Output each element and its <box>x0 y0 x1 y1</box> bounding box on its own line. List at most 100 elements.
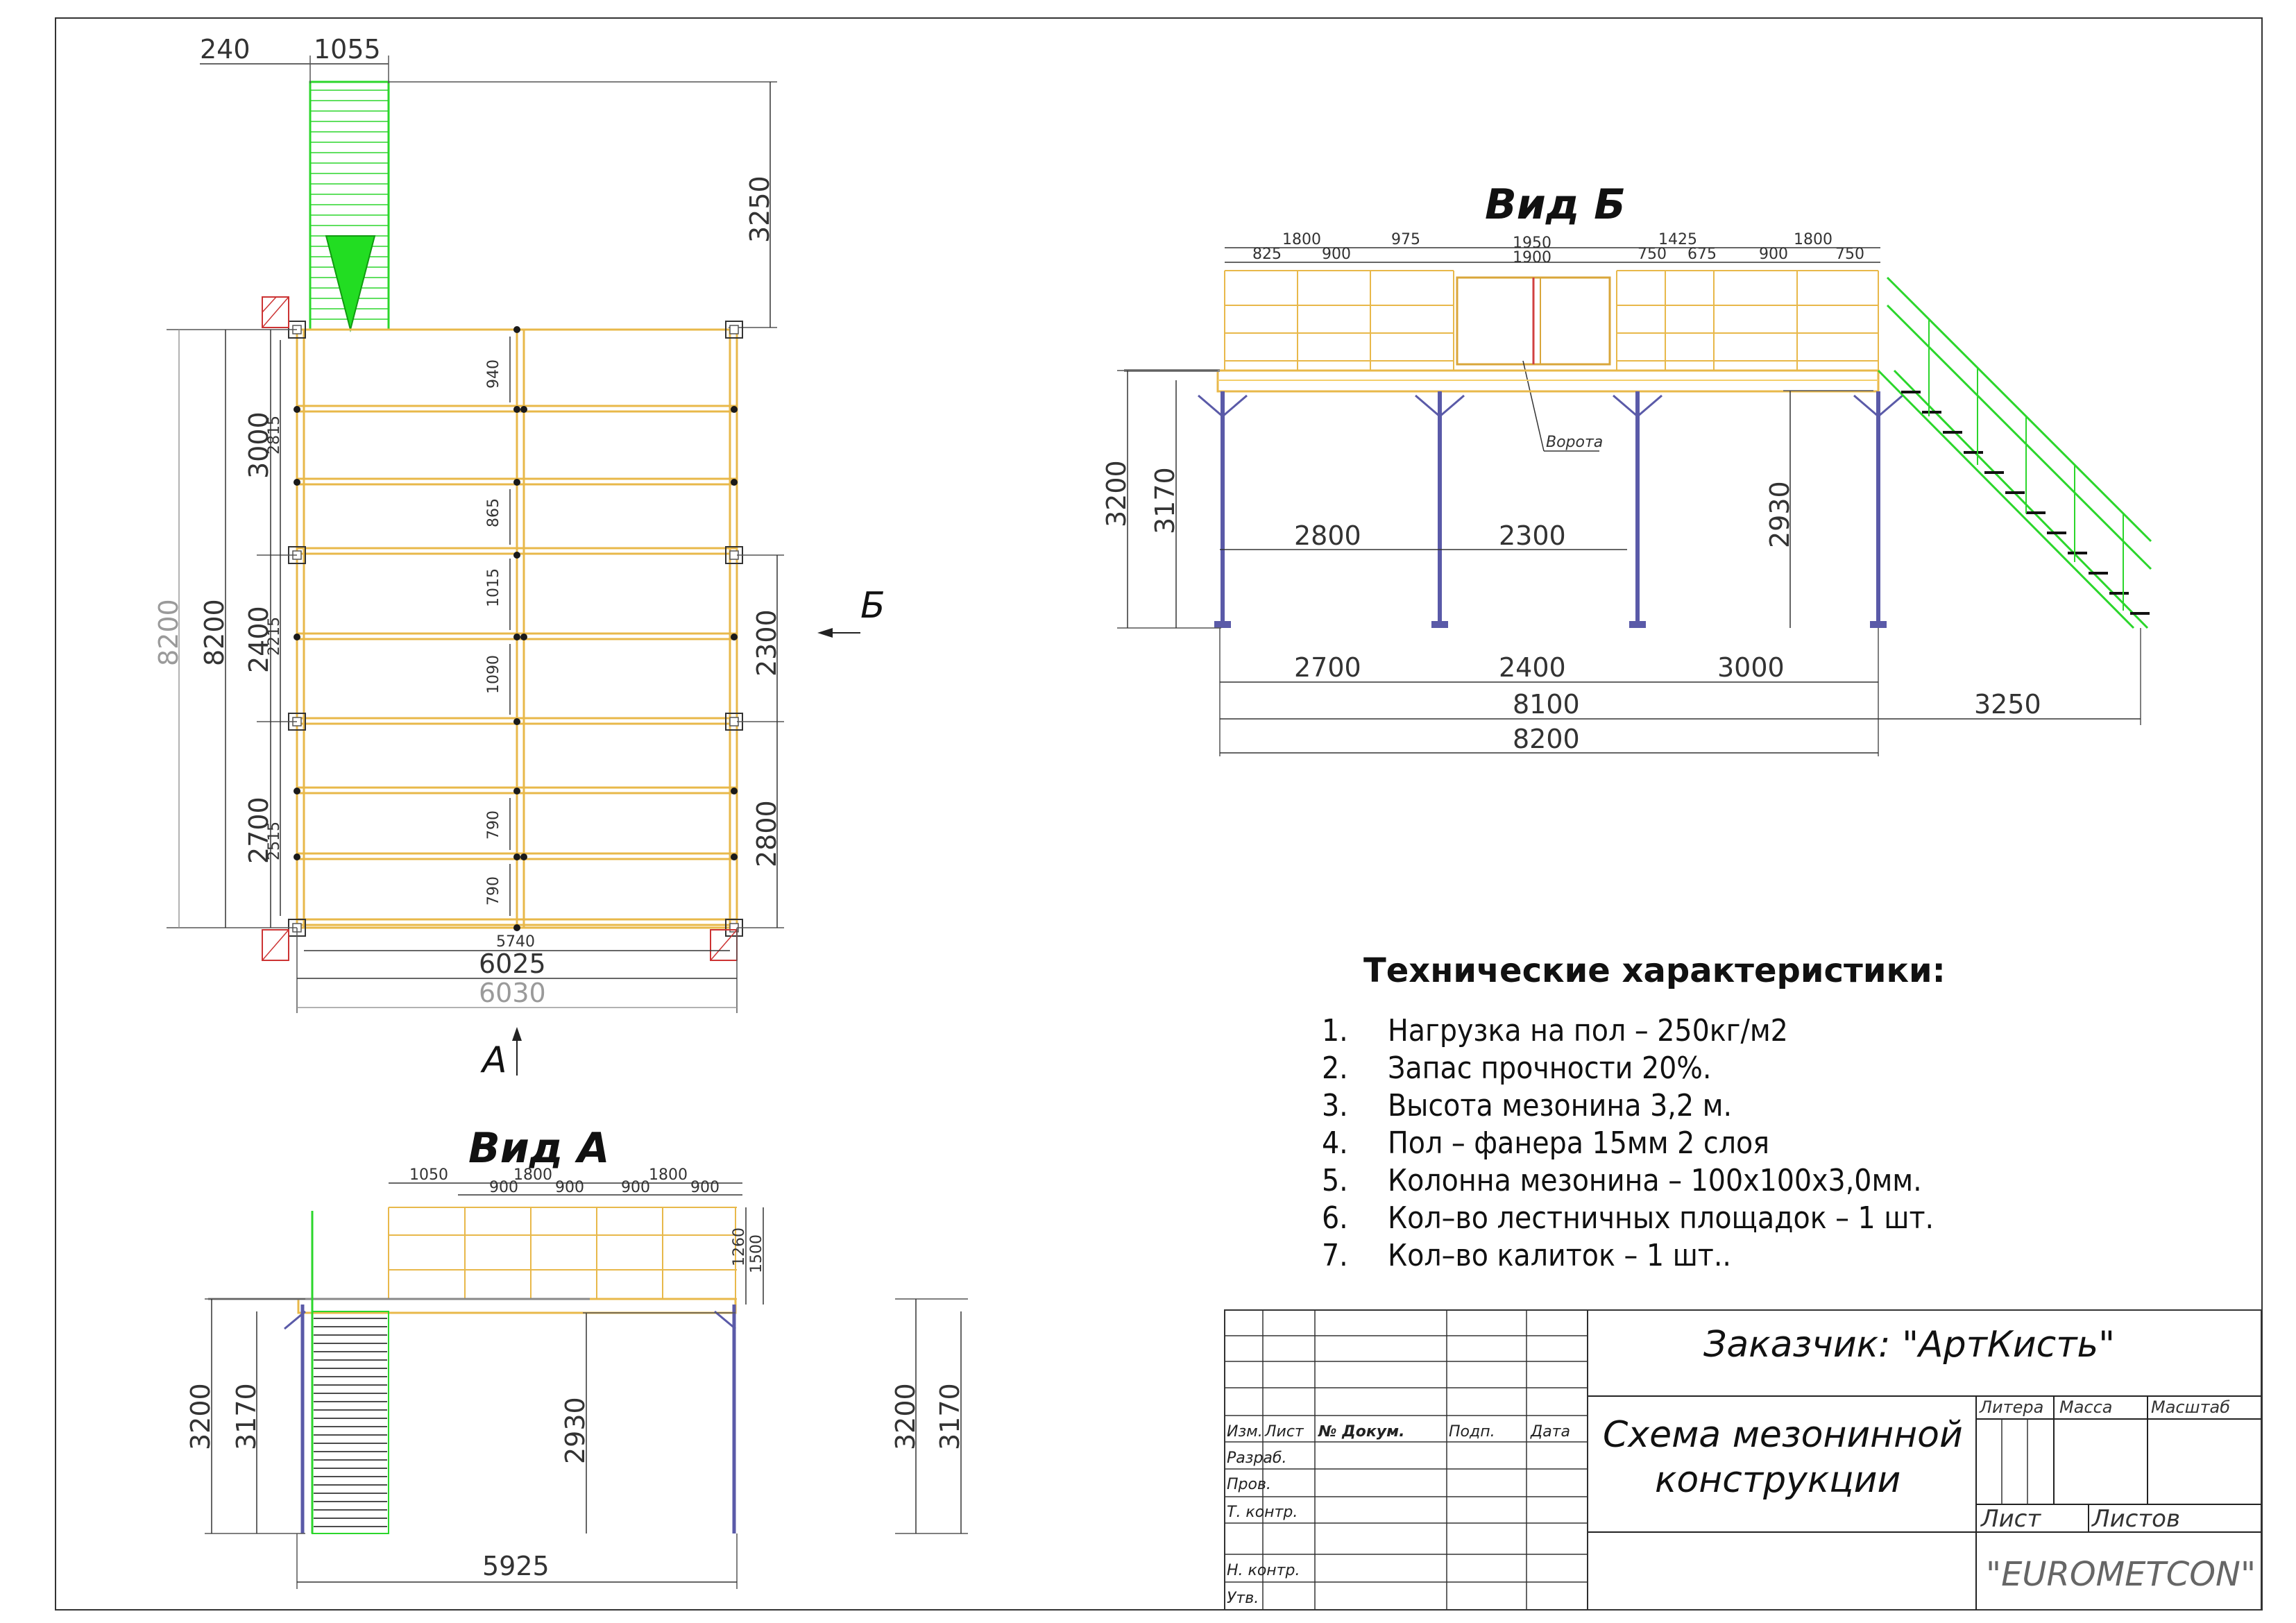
row-label: Н. контр. <box>1227 1562 1300 1579</box>
plan-node <box>731 406 738 413</box>
brace <box>1415 394 1440 418</box>
spec-number: 4. <box>1322 1125 1348 1161</box>
height-3200-a: 3200 <box>185 1383 216 1450</box>
gate-label: Ворота <box>1546 434 1603 451</box>
stair-run-3250: 3250 <box>1974 689 2041 720</box>
dim-8200-plan: 8200 <box>199 599 230 666</box>
view-a-title: Вид А <box>468 1124 610 1173</box>
brace <box>1222 394 1248 418</box>
plan-node <box>294 406 300 413</box>
brace <box>1198 394 1223 418</box>
dim-1055: 1055 <box>314 34 381 65</box>
a-rail-height-1260: 1260 <box>731 1227 748 1266</box>
plan-node <box>731 853 738 860</box>
drawing-title-2: конструкции <box>1655 1459 1900 1501</box>
plan-node <box>731 634 738 640</box>
column-base <box>1214 621 1231 628</box>
row-label: Т. контр. <box>1227 1504 1298 1521</box>
rail-dim-1425: 1425 <box>1658 231 1697 248</box>
spec-item: Высота мезонина 3,2 м. <box>1388 1088 1732 1123</box>
view-b-marker: Б <box>860 585 885 627</box>
row-label: Утв. <box>1227 1590 1259 1607</box>
rail-sub-900-b: 900 <box>1759 246 1788 263</box>
a-sub-900-3: 900 <box>621 1179 650 1196</box>
sheet-frame <box>55 17 2263 1611</box>
a-rail-1800-a: 1800 <box>513 1166 552 1184</box>
a-sub-900-1: 900 <box>489 1179 518 1196</box>
height-3200-b: 3200 <box>1101 460 1132 527</box>
rail-dim-975: 975 <box>1391 231 1420 248</box>
dim-3000-plan: 3000 <box>244 411 274 479</box>
dim-240: 240 <box>200 34 250 65</box>
a-rail-1800-b: 1800 <box>649 1166 688 1184</box>
specs-title: Технические характеристики: <box>1363 951 1946 990</box>
dim-2515: 2515 <box>266 822 283 860</box>
label-litera: Литера <box>1979 1397 2043 1417</box>
plan-node <box>513 634 520 640</box>
rail-dim-1950: 1950 <box>1513 235 1551 252</box>
height-3170-a: 3170 <box>231 1383 262 1450</box>
plan-node <box>513 479 520 486</box>
dim-3250-plan: 3250 <box>745 176 775 243</box>
row-label: Разраб. <box>1227 1450 1286 1467</box>
beam-dim-1090: 1090 <box>485 655 502 694</box>
height-2930-b: 2930 <box>1764 481 1795 548</box>
column-base <box>1431 621 1448 628</box>
spec-item: Колонна мезонина – 100х100х3,0мм. <box>1388 1163 1922 1198</box>
brace <box>1613 394 1638 418</box>
dim-2400-plan: 2400 <box>244 606 274 673</box>
span-2700: 2700 <box>1294 652 1361 683</box>
view-a: Вид А 1050 1800 1800 900 900 900 900 126… <box>185 1124 968 1589</box>
plan-node <box>513 853 520 860</box>
rail-sub-900-a: 900 <box>1322 246 1351 263</box>
col-header: № Докум. <box>1318 1423 1404 1441</box>
dim-2700-plan: 2700 <box>244 797 274 864</box>
spec-item: Пол – фанера 15мм 2 слоя <box>1388 1125 1769 1161</box>
col-header: Изм. <box>1227 1423 1263 1441</box>
spec-item: Запас прочности 20%. <box>1388 1051 1712 1086</box>
span-2300: 2300 <box>1499 520 1566 551</box>
dim-8200-grey: 8200 <box>153 599 184 666</box>
rail-sub-675: 675 <box>1687 246 1717 263</box>
beam-dim-790: 790 <box>485 876 502 906</box>
a-sub-900-4: 900 <box>690 1179 720 1196</box>
spec-number: 2. <box>1322 1051 1348 1086</box>
rail-sub-750-b: 750 <box>1835 246 1864 263</box>
side-height-3200: 3200 <box>890 1383 921 1450</box>
plan-node <box>513 924 520 931</box>
rail-dim-1800-b: 1800 <box>1794 231 1832 248</box>
span-2400: 2400 <box>1499 652 1566 683</box>
beam-dim-940: 940 <box>485 359 502 389</box>
spec-item: Кол–во калиток – 1 шт.. <box>1388 1238 1731 1273</box>
stair-b <box>1877 276 2152 629</box>
brace <box>1878 394 1903 418</box>
a-rail-1050: 1050 <box>409 1166 448 1184</box>
label-listov: Листов <box>2091 1505 2180 1533</box>
plan-node <box>294 788 300 794</box>
rail-dim-1800-a: 1800 <box>1282 231 1321 248</box>
label-list: Лист <box>1980 1505 2041 1533</box>
dim-6025: 6025 <box>479 949 546 979</box>
brace <box>1637 394 1663 418</box>
dim-2815: 2815 <box>266 416 283 454</box>
rail-sub-1900: 1900 <box>1513 249 1551 266</box>
beam-dim-790: 790 <box>485 810 502 840</box>
side-height-3170: 3170 <box>935 1383 965 1450</box>
height-2930-a: 2930 <box>560 1397 590 1464</box>
spec-number: 1. <box>1322 1013 1348 1048</box>
customer: Заказчик: "АртКисть" <box>1703 1324 2115 1366</box>
rail-sub-825: 825 <box>1252 246 1282 263</box>
dim-5740: 5740 <box>496 933 535 951</box>
plan-node <box>520 406 527 413</box>
dim-2215: 2215 <box>266 617 283 656</box>
col-header: Подп. <box>1449 1423 1495 1441</box>
spec-number: 6. <box>1322 1200 1348 1236</box>
column-base <box>1870 621 1887 628</box>
total-8100: 8100 <box>1513 689 1580 720</box>
column-base <box>1629 621 1646 628</box>
spec-number: 7. <box>1322 1238 1348 1273</box>
view-b-title: Вид Б <box>1485 180 1626 229</box>
view-a-marker: А <box>480 1039 507 1081</box>
plan-node <box>513 718 520 725</box>
plan-node <box>513 326 520 333</box>
